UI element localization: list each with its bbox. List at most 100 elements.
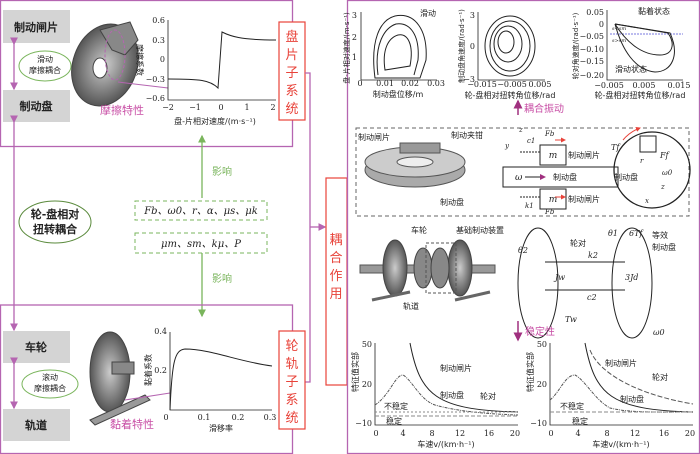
ytick: −0.6 [146,94,165,103]
brake-pad-label: 制动闸片 [14,20,58,34]
xtick: −2 [162,103,174,112]
plots-1-xticks-1: −0.005 [497,80,527,89]
plots-1-xticks-2: 0.005 [529,80,552,89]
bogie-wheel: 车轮 [411,225,427,235]
rail-params-box [134,232,268,254]
model-pad: 制动闸片 [568,150,600,160]
plots-0-xticks-2: 0.03 [427,79,445,88]
sliding-coupling-label-2: 摩擦耦合 [29,65,61,75]
model-disc: 制动盘 [553,172,577,182]
plots-0-yticks-0: 3 [352,11,357,20]
disc-params-box [134,200,268,221]
bogie-Tw: Tw [565,315,577,324]
stab_charts-1-xticks-2: 8 [604,429,609,438]
ytick: 0.6 [152,16,165,25]
stab_charts-1-ylabel: 特征值实部 [525,352,535,392]
plots-0-xlabel: 制动盘位移/m [373,89,424,99]
wheel_rail-chart-ylabel: 黏着系数 [143,354,153,386]
stab_charts-1-xticks-1: 4 [575,429,580,438]
disc_pad-subsystem-1: 片 [285,48,298,63]
stab_charts-0-yticks-0: 50 [362,340,372,349]
wheel_rail-chart-xticks-0: 0.1 [198,413,211,422]
ytick: −0.3 [146,75,165,84]
plots-2-yticks-1: 0 [599,20,604,29]
wheel_rail-rail_label: 轨道 [25,418,47,432]
stab_charts-1-labels-pad: 制动闸片 [605,358,637,368]
stab_charts-0-xticks-3: 12 [455,429,465,438]
plots-1-yticks-1: 0 [470,42,475,51]
plots-2-note2: 滑动状态 [615,64,647,74]
wheel_rail-subsystem-4: 统 [285,411,298,426]
stab_charts-0-labels-unstable: 不稳定 [384,401,408,411]
plots-1-yticks-0: 3 [470,11,475,20]
wheel_rail-subsystem-3: 系 [285,393,298,408]
brake-disc-image [71,21,139,107]
stab_charts-0-labels-pad: 制动闸片 [440,363,472,373]
model-m: m [549,151,558,161]
wheel_rail-coupling-0: 滚动 [42,372,58,382]
y-axis-label: 摩擦系数 [135,44,145,76]
ytick: 0 [160,55,165,64]
stab_charts-1-xlabel: 车速v/(km·h⁻¹) [592,439,649,449]
wheel-image [89,331,151,426]
stab_charts-0-labels-wheelset: 轮对 [480,391,496,401]
disc_pad-subsystem-0: 盘 [285,29,298,45]
stab_charts-0-xticks-0: 0 [373,429,378,438]
stab_charts-1-yticks-0: 50 [537,340,547,349]
coupling_box-2: 作 [329,269,342,284]
stab_charts-1-labels-disc: 制动盘 [620,394,644,404]
model-x: x [645,197,649,205]
plots-0-ylabel: 盘-片相对速度/(m·s⁻¹) [342,12,351,84]
wheel-rail-subsystem: 车轮 滚动 摩擦耦合 轨道 黏着特性 0.4 0.2 0 0.1 0.2 0.3… [0,304,306,454]
stab_charts-0-labels-disc: 制动盘 [440,390,464,400]
phase-plot-wheelset: 0.05 0 −0.05 −0.10 −0.15 −0.20 −0.005 0.… [571,6,690,100]
x-axis-label: 盘-片相对速度/(m·s⁻¹) [174,116,256,126]
adhesion-chart: 0.4 0.2 0 0.1 0.2 0.3 滑移率 黏着系数 [143,327,276,433]
bogie-Jw: Jw [553,273,565,282]
rail-box [3,409,70,441]
wheel-rail-subsystem-box [278,330,306,430]
plots-2-yticks-5: −0.20 [579,71,604,80]
wheel_rail-chart-xticks-1: 0.2 [232,413,245,422]
model-pad: 制动闸片 [358,132,390,142]
xtick: 1 [244,103,249,112]
bogie-brake: 基础制动装置 [456,225,504,235]
plots-2-yticks-4: −0.15 [579,57,604,66]
wheel_rail-subsystem-0: 轮 [285,339,298,354]
wheel_rail-chart-xlabel: 滑移率 [209,423,233,433]
plots-0-xticks-0: 0.01 [376,79,394,88]
xtick: 0 [218,103,223,112]
plots-2-ylabel: 轮对角速度/(rad·s⁻¹) [571,12,580,79]
plots-1-xlabel: 轮-盘相对扭转角位移/rad [465,90,556,100]
xtick: −1 [189,103,201,112]
xtick: 2 [270,103,275,112]
wheel_rail-coupling-1: 摩擦耦合 [34,383,66,393]
wheel_rail-chart-xticks-2: 0.3 [264,413,277,422]
plots-2-yticks-0: 0.05 [586,8,604,17]
stab_charts-0-yticks-1: 20 [362,380,372,389]
stab_charts-0-xticks-4: 16 [484,429,494,438]
stab_charts-0-labels-stable: 稳定 [386,416,402,426]
middle-coupling-0: 轮-盘相对 [31,207,80,221]
plots-2-xticks-0: −0.005 [594,81,624,90]
model-pad: 制动闸片 [568,194,600,204]
plots-0-yticks-3: 0 [357,79,362,88]
disc-pad-model: 制动闸片 制动夹钳 制动盘 m 制动闸片 ω 制动盘 m 制动闸片 Fb c1 … [355,126,691,217]
stab_charts-1-labels-stable: 稳定 [572,416,588,426]
bogie-c2: c2 [587,293,597,302]
model-Fb: Fb [544,130,555,138]
model-z: z [660,183,665,191]
middle-coupling-1: 扭转耦合 [33,222,78,236]
model-r: r [640,157,644,165]
coupling_box-0: 耦 [329,233,342,248]
stability-chart-1: 50 20 −10 0 4 8 12 16 20 车速v/(km·h⁻¹) 特征… [350,340,520,449]
model-caliper: 制动夹钳 [451,130,483,140]
model-z: z [518,126,523,134]
influence-label-up: 影响 [212,165,232,178]
friction-chart: 0.6 0.3 0 −0.3 −0.6 −2 −1 0 1 2 盘-片相对速度/… [135,16,277,126]
plots-1-ylabel: 制动盘角速度/(rad·s⁻¹) [457,9,466,83]
bogie-k2: k2 [588,251,598,260]
stability-label: 稳定性 [525,325,555,338]
bogie-sixTf: 6Tf [629,229,644,238]
